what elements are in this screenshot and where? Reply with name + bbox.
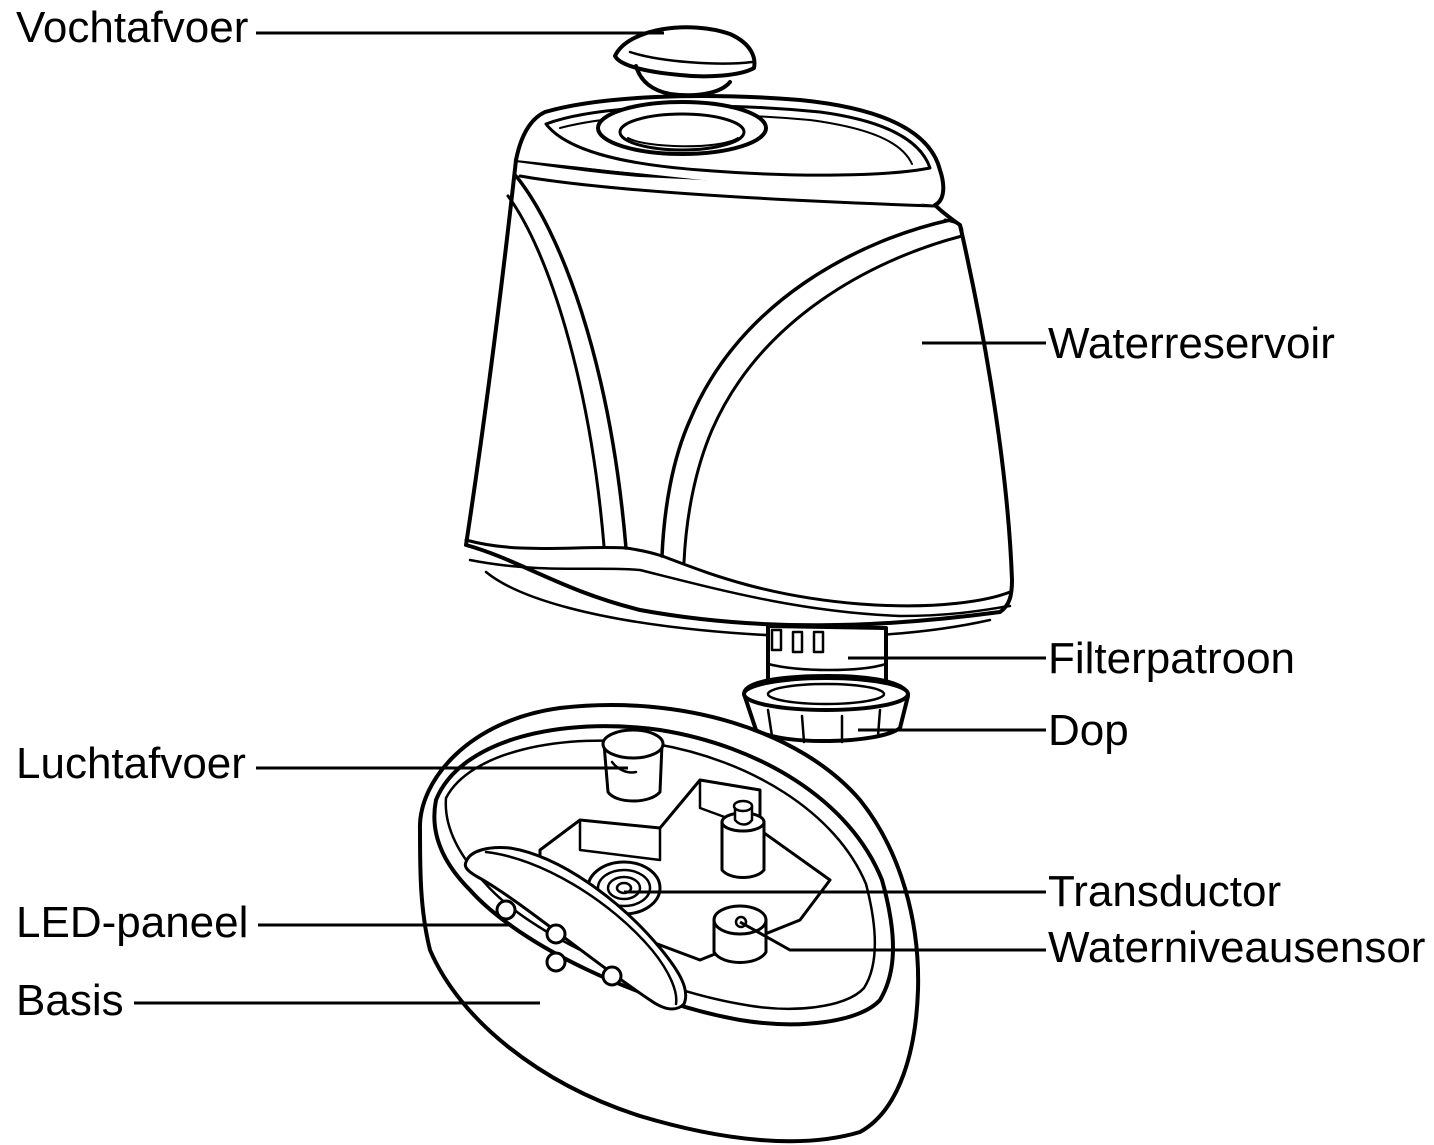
- label-base: Basis: [16, 976, 124, 1025]
- water-tank-part: [464, 94, 1014, 638]
- cap-part: [742, 674, 910, 744]
- label-moisture-outlet: Vochtafvoer: [16, 3, 248, 52]
- label-transducer: Transductor: [1048, 867, 1281, 916]
- base-part: [417, 703, 921, 1144]
- label-water-level-sensor: Waterniveausensor: [1048, 923, 1425, 972]
- label-filter-cartridge: Filterpatroon: [1048, 634, 1295, 683]
- leader-water-level-sensor: [739, 920, 1046, 952]
- label-air-outlet: Luchtafvoer: [16, 739, 246, 788]
- moisture-outlet-part: [613, 25, 757, 98]
- label-water-tank: Waterreservoir: [1048, 319, 1335, 368]
- label-cap: Dop: [1048, 706, 1129, 755]
- label-led-panel: LED-paneel: [16, 898, 248, 947]
